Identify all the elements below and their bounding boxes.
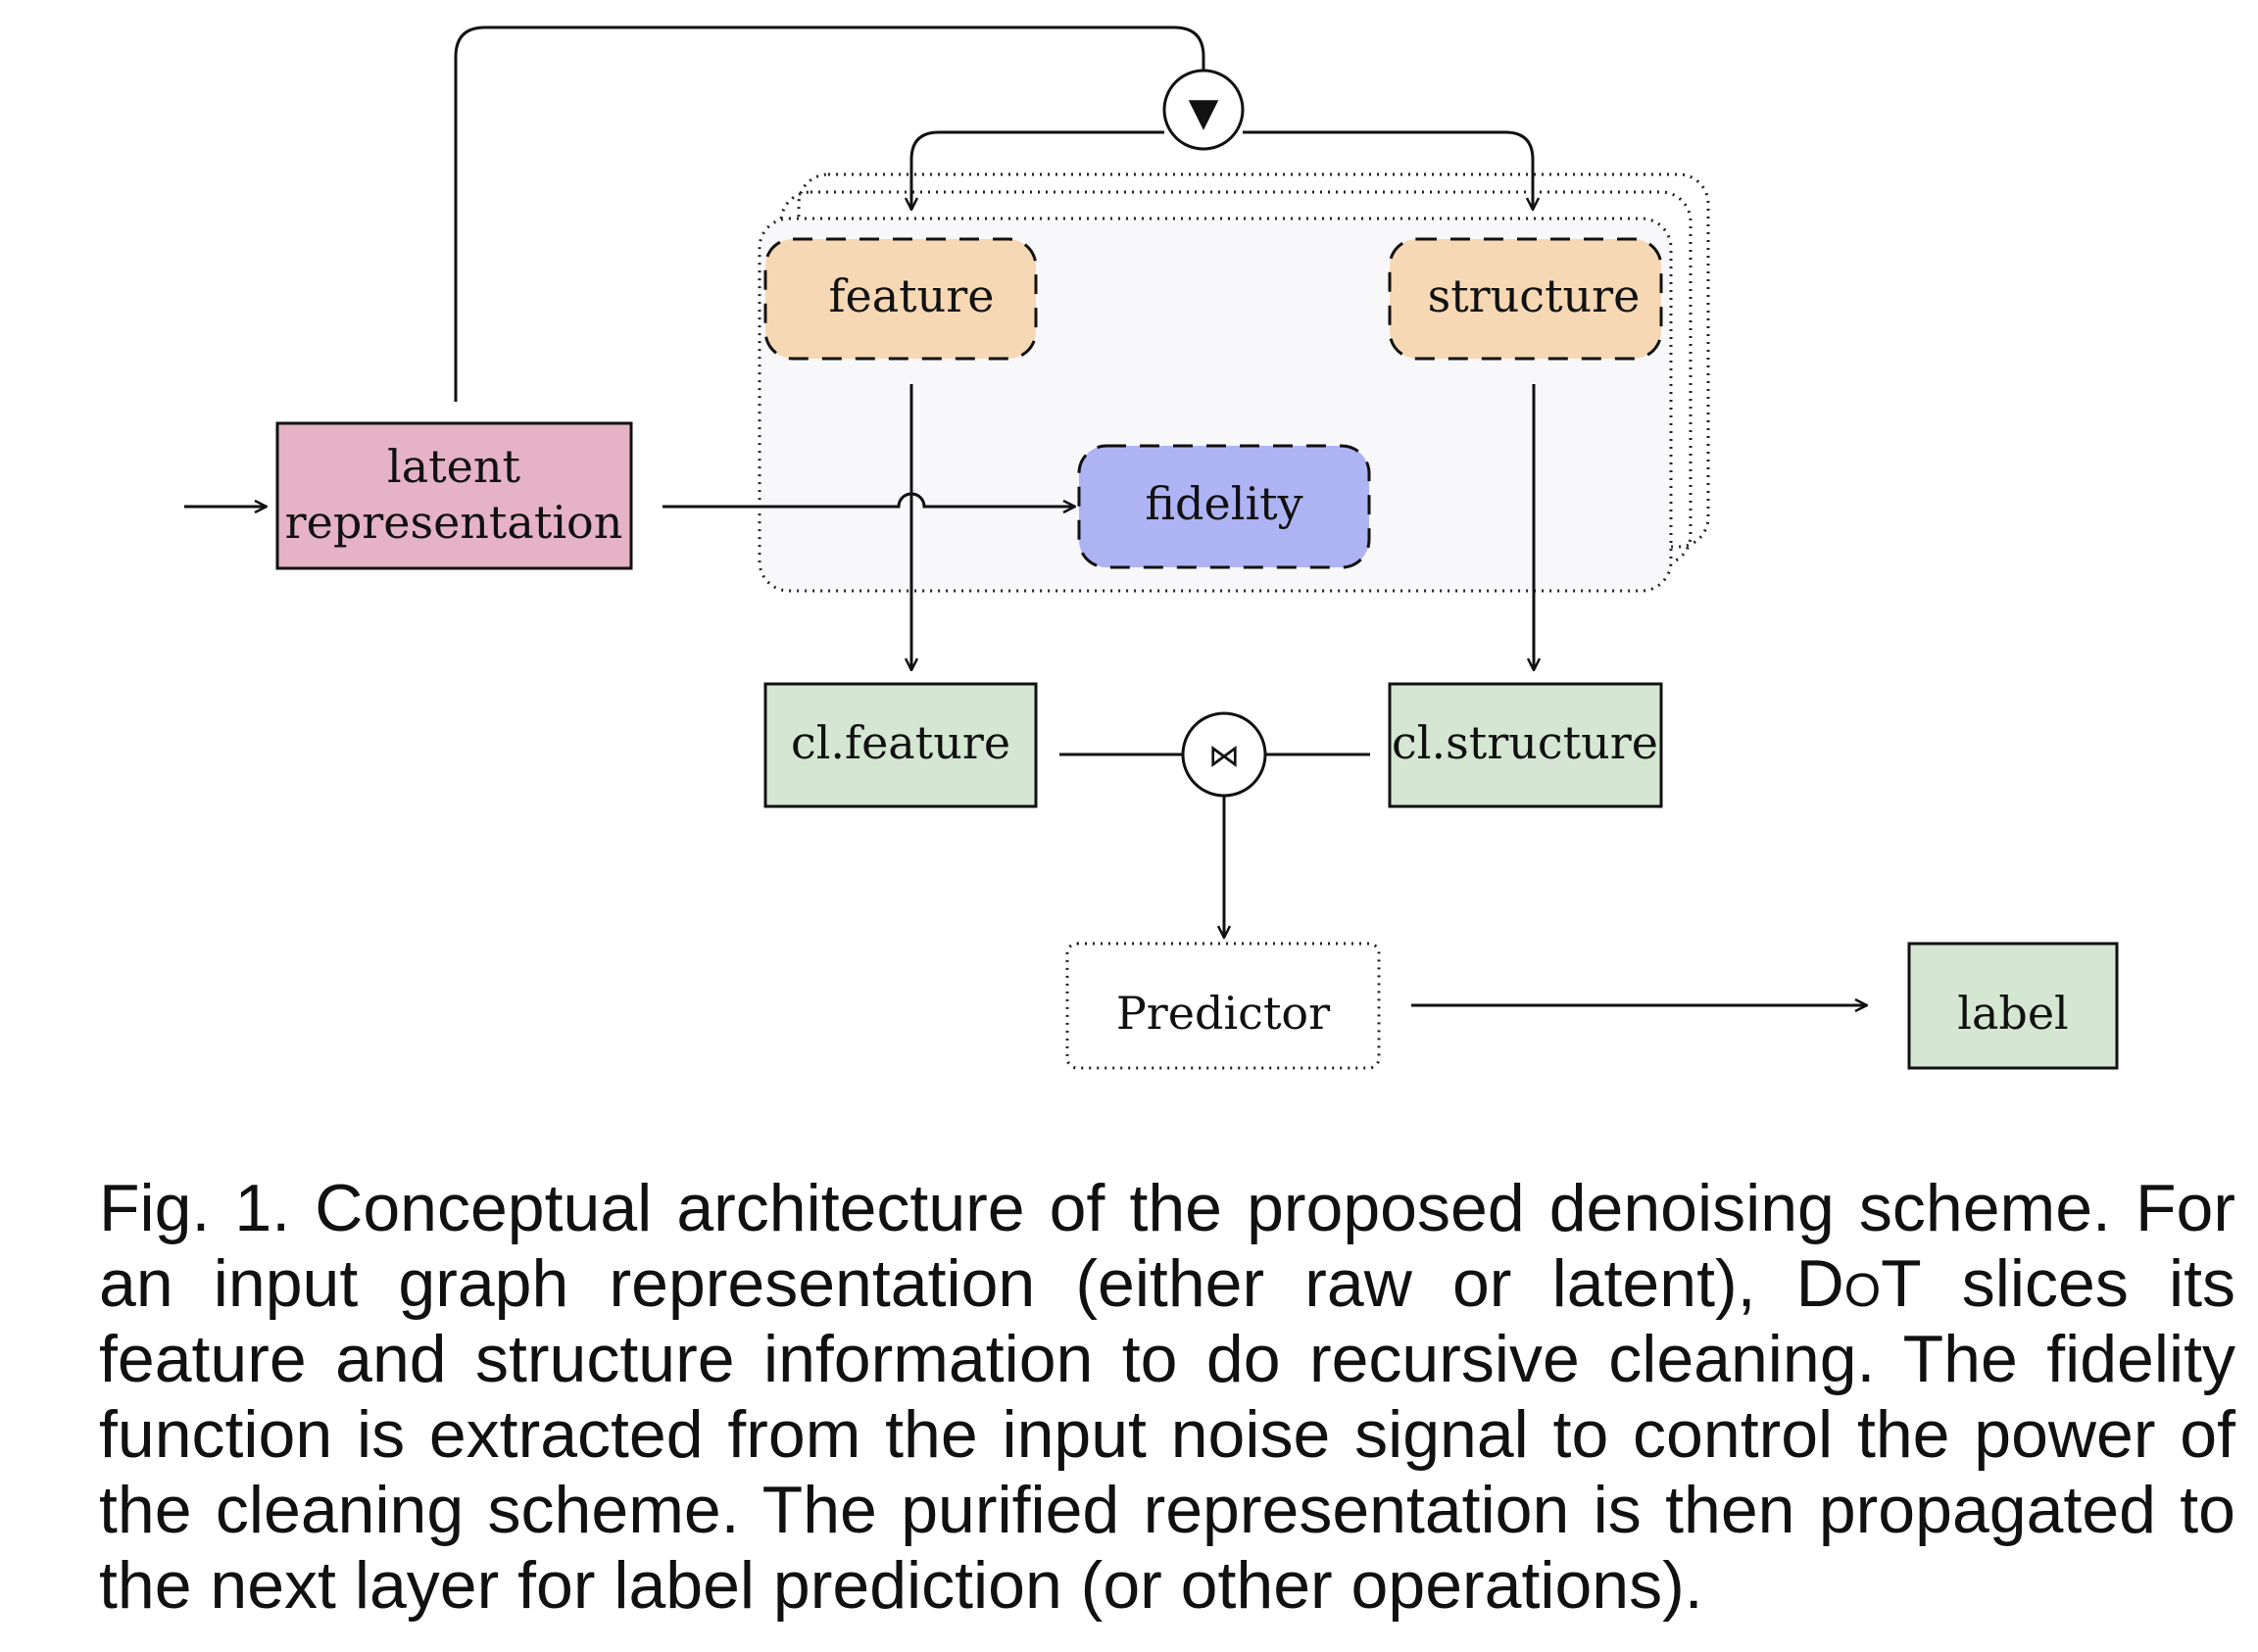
caption-method-name: DoT [1795,1246,1922,1321]
stack-panel-back-2 [797,172,1710,549]
latent-label-line2: representation [285,496,623,549]
latent-representation-node: latent representation [275,421,633,570]
stack-panel-back-1 [779,190,1693,566]
fidelity-node: fidelity [1077,444,1371,569]
join-operator: ⋈ [1181,711,1267,798]
structure-node: structure [1388,237,1663,361]
cl-feature-node: cl.feature [763,682,1038,808]
label-node-label: label [1957,987,2069,1040]
split-to-feature-arrow [911,130,1164,210]
fidelity-label: fidelity [1145,477,1302,530]
cl-structure-node: cl.structure [1388,682,1663,808]
caption-suffix: slices its feature and structure informa… [99,1246,2235,1623]
predictor-node: Predictor [1065,942,1381,1070]
split-operator-symbol: ▼ [1189,90,1219,135]
figure-caption: Fig. 1. Conceptual architecture of the p… [99,1171,2235,1624]
join-operator-symbol: ⋈ [1208,737,1240,774]
feature-node: feature [763,237,1038,361]
caption-prefix: Fig. 1. Conceptual architecture of the p… [99,1171,2235,1321]
predictor-label: Predictor [1116,987,1330,1040]
split-operator: ▼ [1162,69,1245,151]
label-node: label [1907,942,2119,1070]
cl-structure-label: cl.structure [1392,716,1658,769]
latent-label-line1: latent [387,440,520,493]
feedback-connector [454,25,1205,402]
feature-label: feature [829,269,995,322]
structure-label: structure [1428,269,1641,322]
cl-feature-label: cl.feature [791,716,1010,769]
split-to-structure-arrow [1243,130,1533,210]
